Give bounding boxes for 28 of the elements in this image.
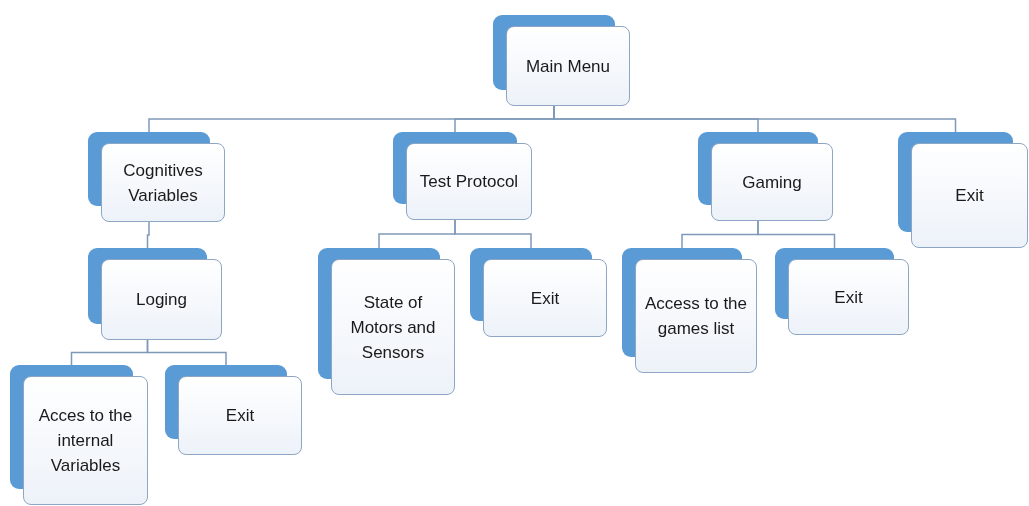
menu-box <box>393 132 532 220</box>
menu-label: Gaming <box>741 171 803 194</box>
menu-box <box>622 248 757 373</box>
menu-label: Exit <box>954 185 985 207</box>
menu-label: Access to the games list <box>643 293 749 340</box>
menu-label: Loging <box>134 289 189 311</box>
menu-box <box>698 132 833 221</box>
connector-line <box>454 219 532 249</box>
menu-label: Exit <box>224 405 256 427</box>
menu-box <box>493 15 630 106</box>
connector-line <box>146 221 150 249</box>
menu-label: State of Motors and Sensors <box>349 291 437 364</box>
menu-label: Exit <box>529 287 561 310</box>
menu-box <box>165 365 302 455</box>
connector-line <box>757 220 836 249</box>
menu-box <box>88 248 222 340</box>
menu-box <box>898 132 1028 248</box>
menu-label: Acces to the internal Variables <box>37 405 134 477</box>
menu-label: Main Menu <box>524 55 612 78</box>
menu-box <box>775 248 909 335</box>
menu-box <box>88 132 225 222</box>
menu-box <box>470 248 607 337</box>
menu-box <box>10 365 148 505</box>
menu-label: Exit <box>833 286 864 309</box>
menu-box <box>318 248 455 395</box>
menu-label: Test Protocol <box>418 171 520 193</box>
menu-label: Cognitives Variables <box>122 159 204 207</box>
connector-line <box>146 339 227 366</box>
